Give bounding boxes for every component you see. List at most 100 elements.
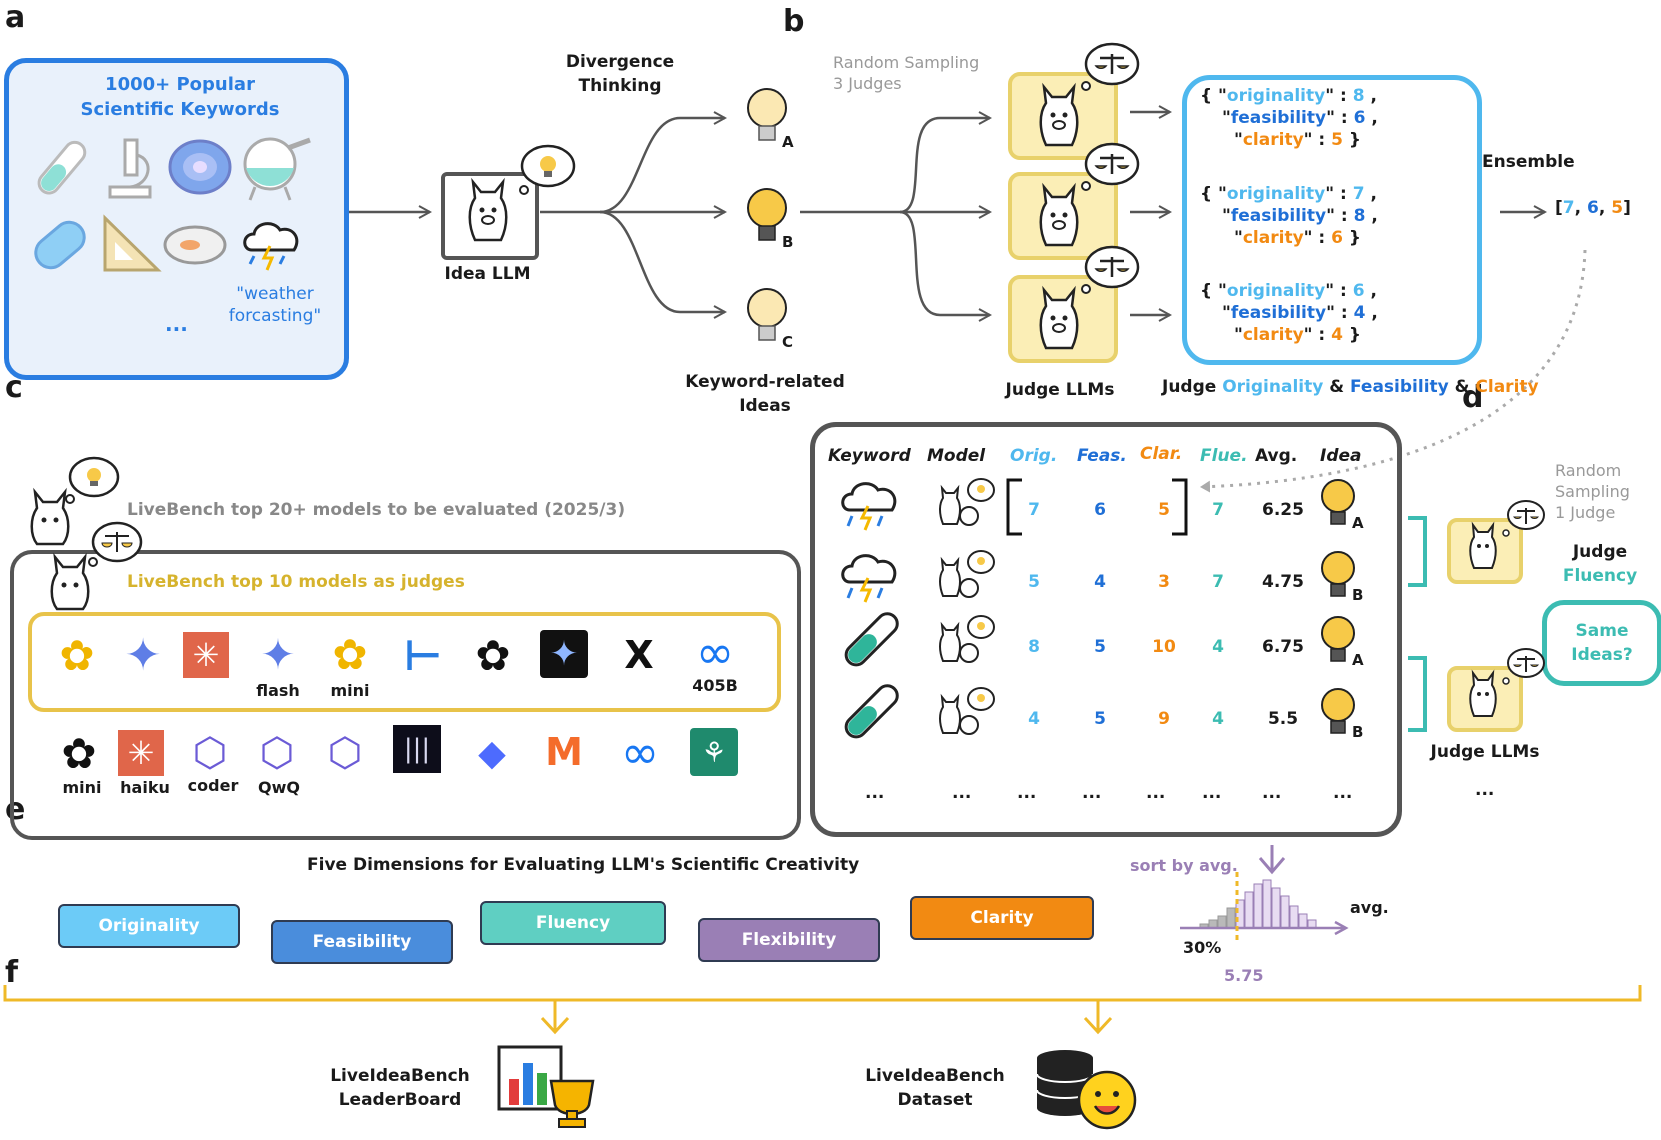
score-value-originality: 7	[1352, 184, 1365, 204]
score-line-clarity: "clarity" : 6 }	[1234, 228, 1362, 248]
fluency-judge-llama-icon	[1469, 521, 1497, 569]
histogram-bar	[1271, 887, 1281, 929]
score-value-clarity: 4	[1331, 325, 1343, 345]
same-ideas-judge-llama-icon	[1469, 669, 1497, 717]
meta-logo-icon: ∞	[695, 625, 735, 679]
cell-avg: 6.25	[1262, 500, 1304, 520]
random-sampling-label: Random Sampling 3 Judges	[833, 52, 979, 94]
row-idea-bulb-icon	[1321, 688, 1355, 734]
judge-models-label: LiveBench top 10 models as judges	[127, 572, 465, 592]
score-key-feasibility: feasibility	[1230, 108, 1327, 128]
dataset-db-hugging-icon	[1036, 1050, 1137, 1130]
fluency-scale-bubble-icon	[1502, 500, 1545, 537]
ensemble-label: Ensemble	[1482, 152, 1575, 172]
model-label-flash: flash	[256, 681, 300, 700]
judge-caption-amp2: &	[1448, 377, 1476, 397]
stepfun-dark-logo-icon: |||	[393, 725, 441, 773]
d-random-sampling: Random Sampling 1 Judge	[1555, 460, 1630, 523]
judges-scale-bubble-icon	[88, 521, 143, 567]
cell-clar: 5	[1158, 500, 1170, 520]
model-label-mini-judge: mini	[330, 681, 370, 700]
score-key-clarity: clarity	[1242, 130, 1304, 150]
row-model-llama-icon	[939, 550, 995, 598]
same-ideas-line2: Ideas?	[1571, 645, 1633, 665]
judge-fluency-label: Judge Fluency	[1540, 540, 1660, 588]
histogram-bar	[1280, 895, 1290, 929]
scale-bubble-icon-2	[1081, 142, 1140, 191]
row-idea-bulb-icon	[1321, 551, 1355, 597]
keyword-example: "weather forcasting"	[220, 283, 330, 327]
histogram-bar	[1262, 879, 1272, 929]
cell-clar: 10	[1152, 637, 1176, 657]
score-line-clarity: "clarity" : 5 }	[1234, 130, 1362, 150]
thought-bubble-icon	[519, 144, 576, 195]
flask-icon	[243, 137, 311, 201]
header-model: Model	[927, 446, 986, 466]
score-block-2: { "originality" : 7 ,"feasibility" : 8 ,…	[1200, 183, 1460, 249]
score-key-originality: originality	[1226, 86, 1326, 106]
model-label-mini: mini	[62, 778, 102, 797]
idea-b-bulb-icon	[747, 188, 787, 241]
keyword-example-line1: "weather	[236, 284, 314, 304]
cell-flue: 7	[1212, 500, 1224, 520]
divergence-line2: Thinking	[578, 76, 662, 96]
cell-feas: 5	[1094, 709, 1106, 729]
scale-bubble-icon-1	[1081, 42, 1140, 91]
histogram-bar	[1217, 915, 1227, 929]
judge-llama-icon-2	[1039, 182, 1079, 247]
avg-histogram	[1180, 872, 1349, 940]
table-ellipsis-feas: ...	[1082, 783, 1102, 803]
judge-caption-feas: Feasibility	[1350, 377, 1449, 397]
cell-idea-label: A	[1352, 514, 1364, 532]
idea-c-label: C	[782, 333, 794, 351]
judge-caption-prefix: Judge	[1162, 377, 1223, 397]
cell-idea-label: B	[1352, 586, 1364, 604]
histogram-bar	[1244, 891, 1254, 929]
keyword-example-line2: forcasting"	[228, 306, 322, 326]
hist-axis-label: avg.	[1350, 898, 1389, 917]
keywords-title-line2: Scientific Keywords	[80, 99, 280, 120]
header-keyword: Keyword	[828, 446, 911, 466]
score-key-clarity: clarity	[1242, 325, 1304, 345]
histogram-axis	[1180, 920, 1349, 936]
header-avg: Avg.	[1255, 446, 1298, 466]
hist-percent: 30%	[1183, 938, 1222, 957]
petri-dish-icon	[163, 225, 227, 265]
mistral-logo-icon: M	[545, 730, 583, 774]
openai-mini-logo-icon: ✿	[332, 629, 368, 679]
score-value-clarity: 6	[1331, 228, 1343, 248]
score-key-feasibility: feasibility	[1230, 303, 1327, 323]
cell-avg: 5.5	[1267, 709, 1299, 729]
row-idea-bulb-icon	[1321, 616, 1355, 662]
cell-avg: 4.75	[1262, 572, 1304, 592]
score-line-clarity: "clarity" : 4 }	[1234, 325, 1362, 345]
openai-black-logo-icon: ✿	[475, 630, 511, 680]
microscope-icon	[108, 138, 152, 199]
score-value-clarity: 5	[1331, 130, 1343, 150]
idea-a-label: A	[782, 133, 794, 151]
ensemble-feas: 6	[1587, 198, 1599, 218]
judge-llama-icon-3	[1039, 285, 1079, 350]
row-model-llama-icon	[939, 615, 995, 663]
cell-clar: 3	[1158, 572, 1170, 592]
cell-orig: 7	[1028, 500, 1040, 520]
score-value-feasibility: 6	[1353, 108, 1366, 128]
sort-label: sort by avg.	[1130, 856, 1238, 875]
d-sampling-line3: 1 Judge	[1555, 503, 1616, 522]
gemini-logo-icon: ✦	[124, 629, 162, 681]
scores-box	[1182, 75, 1482, 365]
models-panel	[10, 550, 801, 840]
dimension-feasibility: Feasibility	[271, 920, 453, 964]
row-model-llama-icon	[939, 687, 995, 735]
ensemble-orig: 7	[1562, 198, 1575, 218]
meta-eval-logo-icon: ∞	[620, 725, 660, 779]
idea-a-bulb-icon	[747, 88, 787, 141]
judge-caption: Judge Originality & Feasibility & Clarit…	[1162, 377, 1539, 397]
divergence-label: Divergence Thinking	[560, 50, 680, 98]
d-sampling-line1: Random	[1555, 461, 1622, 480]
panel-letter-f: f	[5, 955, 19, 990]
judge-llms-label: Judge LLMs	[1005, 380, 1115, 400]
d-ellipsis: ...	[1475, 780, 1495, 800]
histogram-bar	[1226, 907, 1236, 929]
